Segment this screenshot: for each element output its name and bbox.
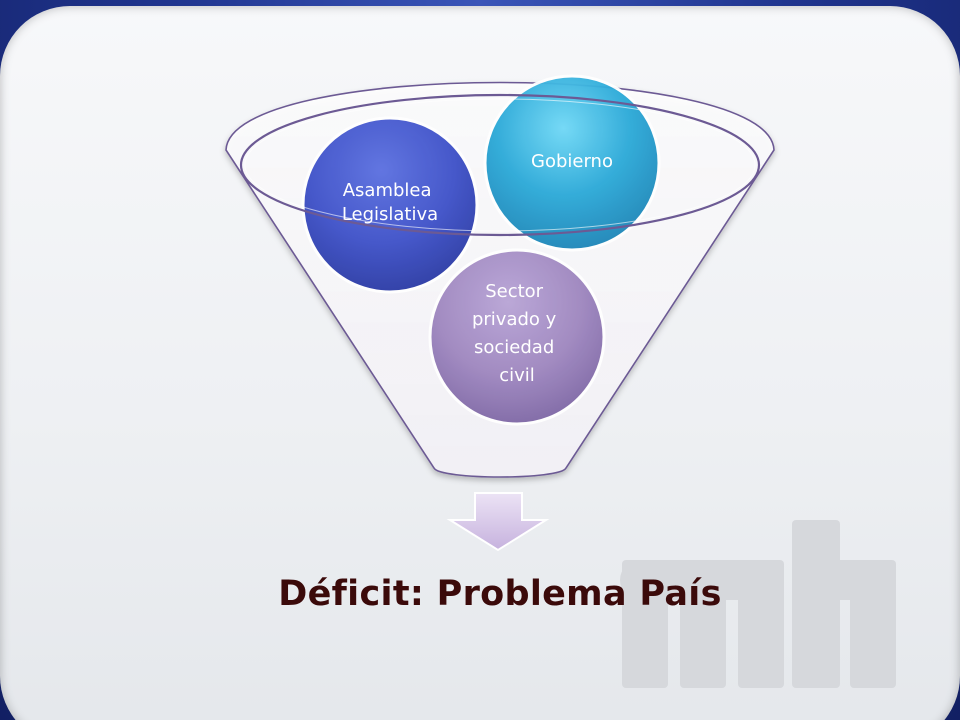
node-label-line: sociedad bbox=[474, 337, 554, 358]
node-asamblea: Asamblea Legislativa bbox=[301, 116, 479, 294]
node-circle bbox=[483, 74, 661, 252]
node-label-line: Asamblea bbox=[343, 180, 432, 201]
node-circle bbox=[428, 248, 606, 426]
node-gobierno: Gobierno bbox=[483, 74, 661, 252]
arrow-down-icon bbox=[446, 492, 550, 552]
node-label-line: Legislativa bbox=[342, 204, 438, 225]
node-label-line: privado y bbox=[472, 309, 557, 330]
node-label: Gobierno bbox=[531, 151, 613, 172]
node-label-line: civil bbox=[499, 365, 535, 386]
funnel-rim bbox=[239, 93, 761, 237]
node-circle bbox=[301, 116, 479, 294]
funnel-rim-highlight bbox=[244, 98, 756, 232]
node-label-line: Gobierno bbox=[531, 151, 613, 172]
watermark-logo bbox=[620, 520, 896, 688]
diagram-title: Déficit: Problema País bbox=[278, 574, 722, 614]
node-label-line: Sector bbox=[485, 281, 543, 302]
node-label: Sector privado y sociedad civil bbox=[472, 281, 562, 386]
node-sector: Sector privado y sociedad civil bbox=[428, 248, 606, 426]
node-label: Asamblea Legislativa bbox=[342, 180, 438, 225]
